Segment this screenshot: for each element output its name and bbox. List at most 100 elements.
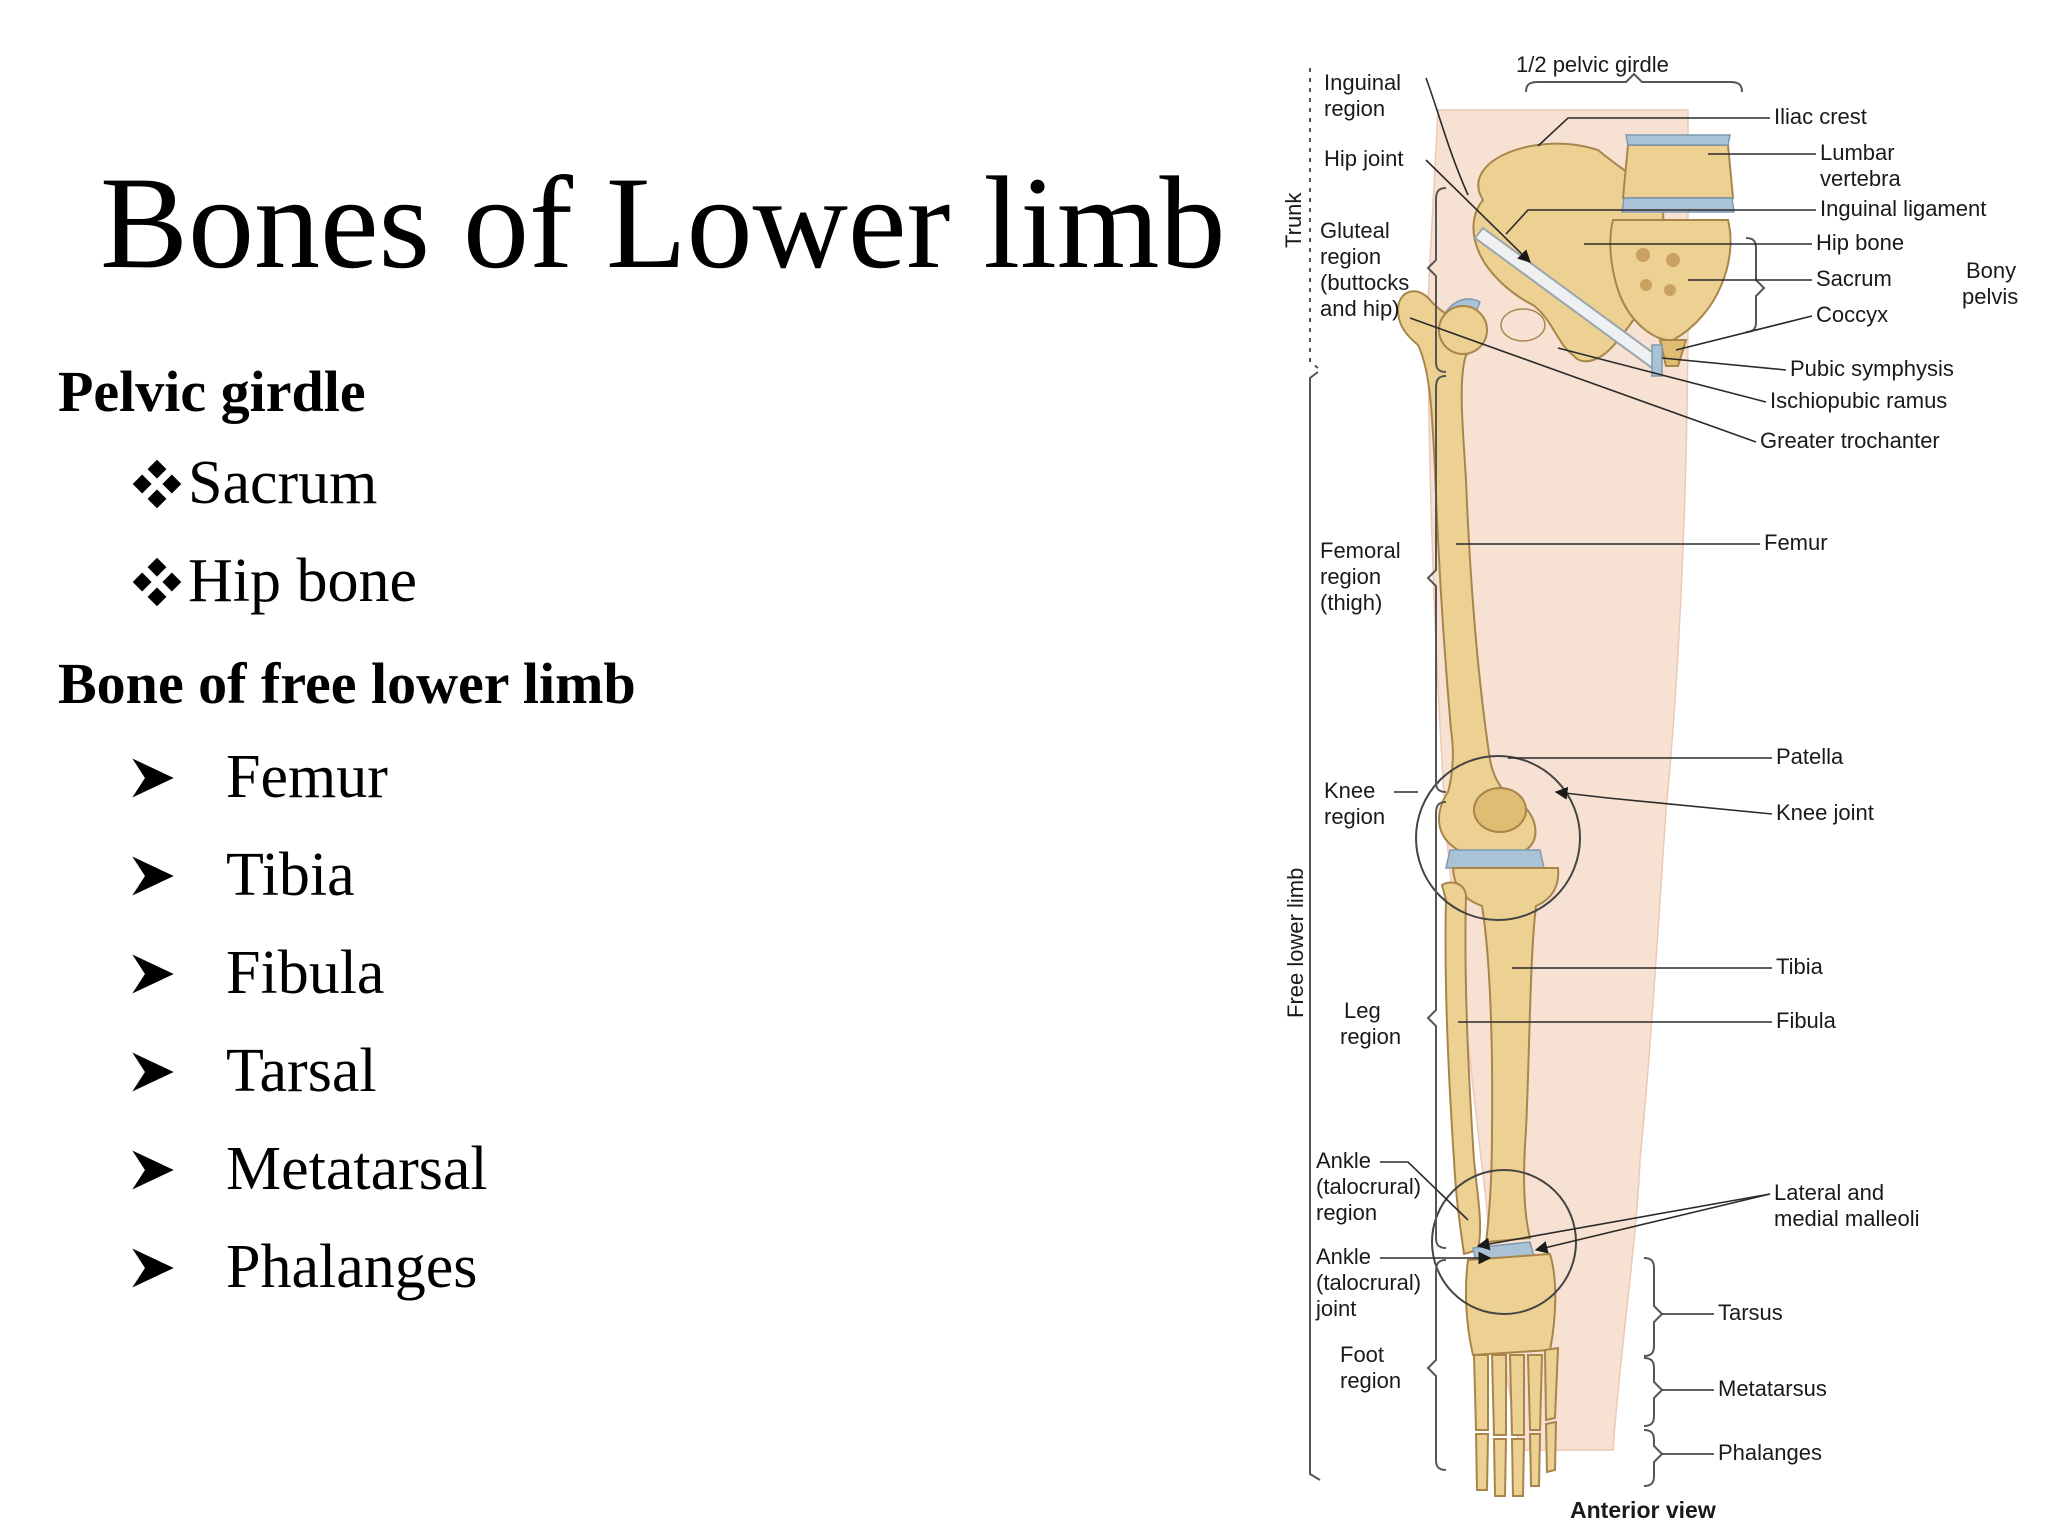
leader-pubic-symphysis: [1661, 357, 1787, 371]
label-tarsus: Tarsus: [1718, 1300, 1783, 1325]
metatarsus-brace: [1643, 1357, 1664, 1427]
section-heading-free-lower-limb: Bone of free lower limb: [58, 651, 636, 716]
label-half-pelvic-girdle: 1/2 pelvic girdle: [1516, 52, 1669, 77]
phalanx-bone: [1544, 1420, 1558, 1474]
label-foot-region: Foot region: [1340, 1342, 1401, 1393]
label-inguinal-ligament: Inguinal ligament: [1820, 196, 1986, 221]
leader-knee-joint: [1554, 786, 1773, 815]
label-greater-trochanter: Greater trochanter: [1760, 428, 1940, 453]
leader-ankle-region: [1380, 1161, 1469, 1221]
free-lower-limb-label: Free lower limb: [1283, 868, 1308, 1018]
label-femur: Femur: [1764, 530, 1828, 555]
label-pubic-symphysis: Pubic symphysis: [1790, 356, 1954, 381]
leader-inguinal-ligament: [1505, 209, 1816, 235]
metatarsal-bone: [1472, 1354, 1489, 1431]
tarsus-shape: [1464, 1252, 1557, 1357]
metatarsal-bone: [1543, 1346, 1560, 1422]
knee-region-circle: [1415, 755, 1581, 921]
list-item-label: Phalanges: [226, 1233, 478, 1301]
leader-iliac-crest: [1537, 117, 1770, 147]
phalanx-bone: [1474, 1433, 1490, 1491]
label-patella: Patella: [1776, 744, 1844, 769]
leader-malleoli-medial: [1534, 1193, 1771, 1254]
leader-greater-trochanter: [1409, 317, 1757, 443]
intervertebral-disc: [1621, 197, 1735, 213]
section-heading-pelvic-girdle: Pelvic girdle: [58, 359, 366, 424]
sacral-foramen: [1664, 284, 1676, 296]
slide-title: Bones of Lower limb: [100, 149, 1226, 296]
label-hip-joint: Hip joint: [1324, 146, 1403, 171]
arrowhead-bullet-icon: [132, 953, 174, 994]
label-gluteal-region: Gluteal region (buttocks and hip): [1320, 218, 1415, 321]
label-sacrum: Sacrum: [1816, 266, 1892, 291]
leader-coccyx: [1675, 315, 1813, 351]
label-iliac-crest: Iliac crest: [1774, 104, 1867, 129]
sacral-foramen: [1636, 248, 1650, 262]
leader-ischiopubic-ramus: [1557, 347, 1767, 403]
list-item-label: Tibia: [226, 841, 355, 909]
knee-joint-cartilage: [1445, 849, 1545, 869]
sacral-foramen: [1640, 279, 1652, 291]
list-item-label: Fibula: [226, 939, 385, 1007]
pubic-symphysis-disc: [1651, 344, 1663, 377]
list-item-tibia: Tibia: [130, 840, 355, 911]
phalanx-bone: [1510, 1438, 1526, 1497]
label-hip-bone: Hip bone: [1816, 230, 1904, 255]
list-item-femur: Femur: [130, 742, 388, 813]
list-item-phalanges: Phalanges: [130, 1232, 477, 1303]
metatarsal-bone: [1508, 1354, 1525, 1436]
pelvic-girdle-top-brace: [1525, 72, 1743, 93]
phalanges-brace: [1643, 1429, 1664, 1487]
list-item-fibula: Fibula: [130, 938, 384, 1009]
list-item-label: Femur: [226, 743, 388, 811]
list-item-label: Tarsal: [226, 1037, 377, 1105]
arrowhead-bullet-icon: [132, 757, 174, 798]
obturator-foramen: [1500, 308, 1546, 342]
four-diamond-bullet-icon: [132, 459, 182, 508]
label-ankle-joint: Ankle (talocrural) joint: [1315, 1244, 1427, 1321]
four-diamond-bullet-icon: [132, 557, 182, 606]
free-lower-limb-bracket: [1309, 371, 1321, 1481]
bony-pelvis-brace: [1745, 237, 1766, 333]
sacral-foramen: [1666, 253, 1680, 267]
label-ankle-region: Ankle (talocrural) region: [1316, 1148, 1427, 1225]
leader-inguinal: [1425, 77, 1469, 196]
label-ischiopubic-ramus: Ischiopubic ramus: [1770, 388, 1947, 413]
metatarsal-bone: [1490, 1354, 1507, 1436]
label-malleoli: Lateral and medial malleoli: [1774, 1180, 1920, 1231]
lumbar-vertebra-shape: [1621, 144, 1735, 199]
diagram-canvas: Trunk Free lower limb Inguinal region Hi…: [1281, 52, 2022, 1523]
diagram-caption: Anterior view: [1570, 1497, 1716, 1523]
list-item-sacrum: Sacrum: [130, 448, 377, 519]
list-item-label: Metatarsal: [226, 1135, 488, 1203]
list-item-hip-bone: Hip bone: [130, 546, 417, 617]
list-item-label: Sacrum: [188, 449, 378, 517]
phalanx-bone: [1528, 1433, 1542, 1487]
foot-region-brace: [1426, 1259, 1447, 1471]
patella-shape: [1473, 787, 1527, 833]
leader-hip-joint: [1425, 159, 1531, 263]
arrowhead-bullet-icon: [132, 855, 174, 896]
label-lumbar-vertebra: Lumbar vertebra: [1820, 140, 1901, 191]
gluteal-region-brace: [1426, 187, 1447, 373]
label-leg-region: Leg region: [1340, 998, 1401, 1049]
list-item-label: Hip bone: [188, 547, 418, 615]
tibia-shape: [1451, 867, 1560, 1244]
ankle-region-circle: [1431, 1169, 1577, 1315]
label-fibula: Fibula: [1776, 1008, 1837, 1033]
arrowhead-bullet-icon: [132, 1149, 174, 1190]
tarsus-brace: [1643, 1257, 1664, 1357]
label-metatarsus: Metatarsus: [1718, 1376, 1827, 1401]
label-inguinal-region: Inguinal region: [1324, 70, 1407, 121]
intervertebral-disc: [1625, 134, 1731, 146]
list-item-metatarsal: Metatarsal: [130, 1134, 488, 1205]
label-knee-region: Knee region: [1324, 778, 1385, 829]
label-tibia: Tibia: [1776, 954, 1824, 979]
trunk-bracket: [1309, 68, 1319, 369]
lower-limb-anatomy-diagram: Trunk Free lower limb Inguinal region Hi…: [1268, 50, 2048, 1536]
femoral-head: [1438, 305, 1488, 355]
trunk-label: Trunk: [1281, 192, 1306, 248]
label-bony-pelvis: Bony pelvis: [1962, 258, 2022, 309]
label-coccyx: Coccyx: [1816, 302, 1888, 327]
